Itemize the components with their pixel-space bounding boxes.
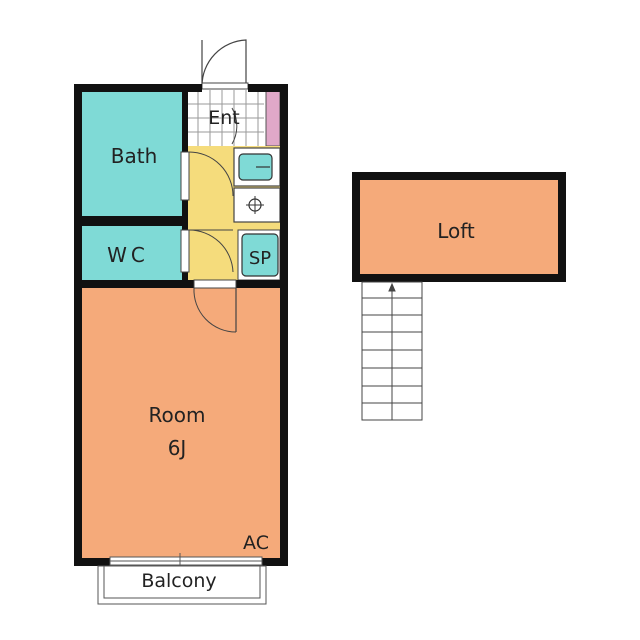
bath-label: Bath xyxy=(111,144,158,168)
entrance-door xyxy=(201,39,249,90)
bath-room xyxy=(80,90,182,218)
entrance-label: Ent xyxy=(208,107,240,129)
entrance-inner-door xyxy=(231,107,238,145)
sink-icon xyxy=(233,147,281,187)
balcony xyxy=(97,565,267,605)
storage-space xyxy=(237,229,281,281)
shoebox xyxy=(265,89,281,147)
loft-staircase xyxy=(361,281,423,421)
room-size-label: 6J xyxy=(168,436,187,460)
loft-label: Loft xyxy=(437,219,475,243)
wc-room xyxy=(80,226,182,280)
room-door xyxy=(193,279,237,333)
entrance-floor xyxy=(186,90,264,146)
loft-area xyxy=(352,172,566,282)
balcony-label: Balcony xyxy=(141,570,216,592)
balcony-window xyxy=(109,553,263,566)
wc-label: WC xyxy=(107,243,149,267)
storage-label: SP xyxy=(249,248,271,269)
room-label: Room xyxy=(149,403,206,427)
wc-door xyxy=(180,229,234,273)
stove-icon xyxy=(233,187,281,223)
aircon-label: AC xyxy=(243,532,269,554)
main-room xyxy=(80,286,280,560)
bath-door xyxy=(180,151,234,201)
